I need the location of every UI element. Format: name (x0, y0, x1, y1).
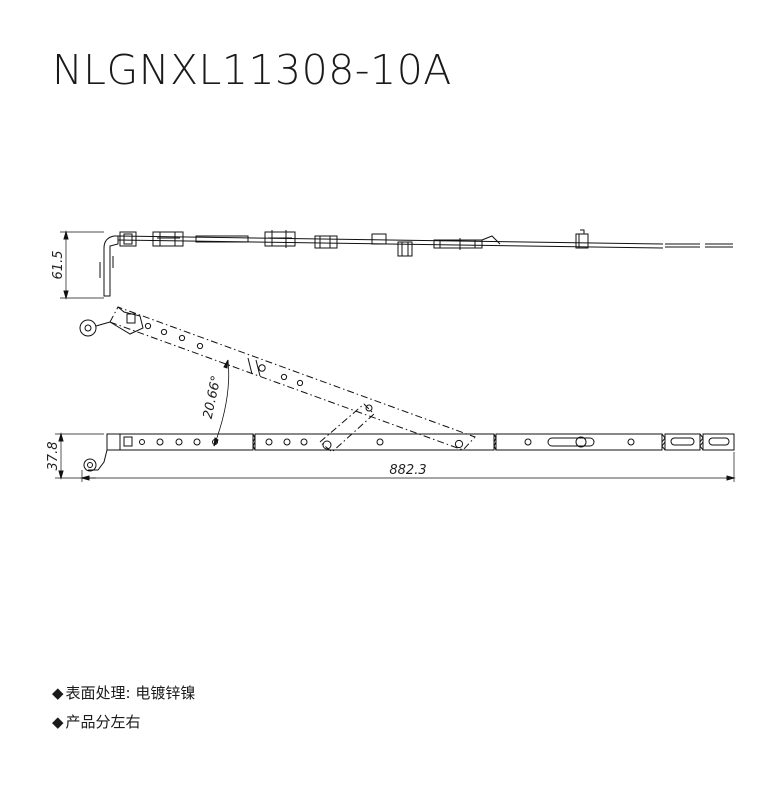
diamond-bullet-icon: ◆ (52, 684, 64, 702)
dimension-label-angle: 20.66° (201, 374, 225, 420)
dimension-height-bottom (55, 432, 104, 480)
dimension-height-top (60, 230, 104, 300)
side-view (99, 229, 733, 297)
note-left-right: ◆产品分左右 (52, 711, 141, 732)
dimension-label-882-3: 882.3 (389, 463, 426, 478)
dimension-length (80, 452, 736, 482)
plan-view (79, 306, 735, 472)
diamond-bullet-icon: ◆ (52, 713, 64, 731)
note-text: 表面处理: 电镀锌镍 (65, 684, 196, 702)
dimension-label-61-5: 61.5 (51, 251, 66, 280)
note-surface-treatment: ◆表面处理: 电镀锌镍 (52, 682, 195, 703)
angle-indicator (213, 359, 230, 447)
dimension-label-37-8: 37.8 (46, 442, 61, 471)
product-code-title: NLGNXL11308-10A (52, 46, 452, 94)
note-text: 产品分左右 (65, 713, 141, 731)
